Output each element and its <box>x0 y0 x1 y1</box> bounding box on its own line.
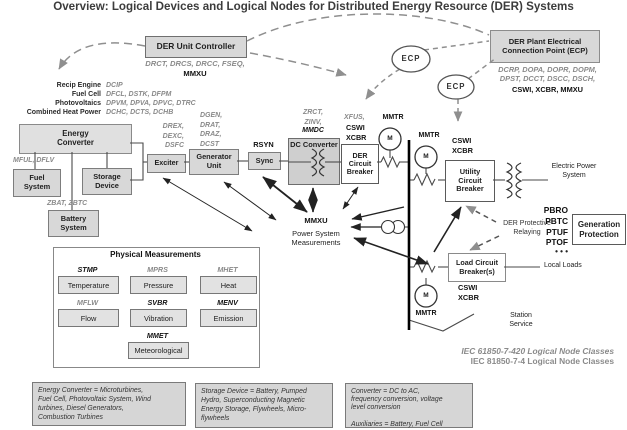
der-breaker-xfus-code: XFUS, <box>344 114 365 121</box>
legend-line1: IEC 61850-7-420 Logical Node Classes <box>461 346 614 356</box>
energy-converter-box: Energy Converter <box>19 124 132 154</box>
der-circuit-breaker-box: DER Circuit Breaker <box>341 144 379 184</box>
device-type-fuel-cell-codes: DFCL, DSTK, DFPM <box>106 91 172 98</box>
energy-converter-label: Energy Converter <box>57 129 94 147</box>
temperature-box: Temperature <box>58 276 119 294</box>
svbr-code: SVBR <box>147 298 168 307</box>
device-type-recip-engine: Recip Engine <box>56 82 101 89</box>
device-type-fuel-cell: Fuel Cell <box>71 91 101 98</box>
mprs-code: MPRS <box>147 265 168 274</box>
load-circuit-breaker-box: Load Circuit Breaker(s) <box>448 253 506 282</box>
unit-controller-codes-bold: MMXU <box>183 69 207 78</box>
menv-code: MENV <box>217 298 238 307</box>
mmtr3-label: MMTR <box>415 310 437 317</box>
mmxu-label: Power System Measurements <box>291 229 341 248</box>
der-protective-relaying-label: DER Protective Relaying <box>503 220 551 236</box>
generator-unit-label: Generator Unit <box>196 152 232 170</box>
load-breaker-codes: CSWI XCBR <box>458 283 479 302</box>
vibration-box: Vibration <box>130 309 187 327</box>
sync-box: Sync <box>248 152 281 170</box>
electric-power-system-label: Electric Power System <box>551 163 597 179</box>
device-type-chp-codes: DCHC, DCTS, DCHB <box>106 109 174 116</box>
ecp2-label: ECP <box>446 82 466 91</box>
der-breaker-codes-bold: CSWI XCBR <box>346 123 367 142</box>
meter3-m: M <box>423 292 429 299</box>
utility-circuit-breaker-box: Utility Circuit Breaker <box>445 160 495 202</box>
der-circuit-breaker-label: DER Circuit Breaker <box>346 151 374 177</box>
page-title: Overview: Logical Devices and Logical No… <box>53 0 574 13</box>
sync-rsyn-code: RSYN <box>253 140 274 149</box>
exciter-label: Exciter <box>154 158 179 168</box>
utility-breaker-codes: CSWI XCBR <box>452 136 473 155</box>
mmet-code: MMET <box>146 331 169 340</box>
device-type-photovoltaics-codes: DPVM, DPVA, DPVC, DTRC <box>106 100 196 107</box>
plant-ecp-codes-gray: DCRP, DOPA, DOPR, DOPM, DPST, DCCT, DSCC… <box>498 65 597 84</box>
ecp1-label: ECP <box>401 54 421 63</box>
mmtr2-label: MMTR <box>418 132 440 139</box>
meter1-m: M <box>387 135 393 142</box>
exciter-box: Exciter <box>147 154 186 173</box>
note-converter-auxiliaries: Converter = DC to AC, frequency conversi… <box>345 383 473 428</box>
fuel-system-codes: MFUL, DFLV <box>13 157 55 164</box>
storage-device-label: Storage Device <box>93 171 121 190</box>
generator-unit-box: Generator Unit <box>189 149 239 175</box>
meteorological-box: Meteorological <box>128 342 189 359</box>
device-type-recip-codes: DCIP <box>106 82 123 89</box>
fuse-symbols <box>380 155 436 274</box>
legend-line2: IEC 81850-7-4 Logical Node Classes <box>470 356 614 366</box>
dc-converter-codes-gray: ZRCT, ZINV, <box>302 109 324 126</box>
pressure-label: Pressure <box>143 280 174 290</box>
heat-label: Heat <box>220 280 237 290</box>
load-circuit-breaker-label: Load Circuit Breaker(s) <box>456 258 498 276</box>
generator-unit-codes: DGEN, DRAT, DRAZ, DCST <box>200 112 223 148</box>
battery-system-box: Battery System <box>48 210 99 237</box>
heat-box: Heat <box>200 276 257 294</box>
local-loads-label: Local Loads <box>544 262 582 269</box>
der-unit-controller-box: DER Unit Controller <box>145 36 247 58</box>
battery-system-label: Battery System <box>60 213 87 232</box>
emission-box: Emission <box>200 309 257 327</box>
meter2-m: M <box>423 153 429 160</box>
fuel-system-label: Fuel System <box>23 173 51 191</box>
generation-protection-box: Generation Protection <box>572 214 626 245</box>
ct-symbol <box>380 219 406 235</box>
exciter-codes: DREX, DEXC, DSFC <box>162 123 184 150</box>
unit-controller-codes-gray: DRCT, DRCS, DRCC, FSEQ, <box>145 59 245 68</box>
transformer-symbol-eps <box>505 162 523 199</box>
meteorological-label: Meteorological <box>134 346 183 355</box>
sync-label: Sync <box>255 155 274 165</box>
plant-ecp-codes-bold: CSWI, XCBR, MMXU <box>511 85 584 94</box>
temperature-label: Temperature <box>67 280 110 290</box>
utility-circuit-breaker-label: Utility Circuit Breaker <box>456 167 484 194</box>
stmp-code: STMP <box>77 265 98 274</box>
generation-protection-label: Generation Protection <box>577 220 621 239</box>
note-storage-device: Storage Device = Battery, Pumped Hydro, … <box>195 383 333 428</box>
mmtr1-label: MMTR <box>382 114 404 121</box>
fuel-system-box: Fuel System <box>13 169 61 197</box>
emission-label: Emission <box>213 313 244 323</box>
dc-converter-label: DC Converter <box>290 140 338 149</box>
der-plant-ecp-box: DER Plant Electrical Connection Point (E… <box>490 30 600 63</box>
station-service-label: Station Service <box>509 312 533 328</box>
dc-converter-codes-bold: MMDC <box>302 127 324 134</box>
generation-protection-dots: • • • <box>555 247 568 256</box>
der-unit-controller-label: DER Unit Controller <box>156 41 236 52</box>
mhet-code: MHET <box>217 265 238 274</box>
device-type-photovoltaics: Photovoltaics <box>55 100 101 107</box>
mmxu-code: MMXU <box>304 216 328 225</box>
battery-system-codes: ZBAT, ZBTC <box>47 200 88 207</box>
der-plant-ecp-label: DER Plant Electrical Connection Point (E… <box>502 36 588 55</box>
generation-protection-codes: PBRO PBTC PTUF PTOF <box>543 205 568 248</box>
flow-box: Flow <box>58 309 119 327</box>
mflw-code: MFLW <box>76 298 99 307</box>
dc-converter-box: DC Converter <box>288 138 340 185</box>
vibration-label: Vibration <box>143 313 174 323</box>
note-energy-converter: Energy Converter = Microturbines, Fuel C… <box>32 382 186 426</box>
physical-measurements-title: Physical Measurements <box>110 250 201 259</box>
device-type-chp: Combined Heat Power <box>26 109 101 116</box>
flow-label: Flow <box>80 313 97 323</box>
pressure-box: Pressure <box>130 276 187 294</box>
storage-device-box: Storage Device <box>82 168 132 195</box>
